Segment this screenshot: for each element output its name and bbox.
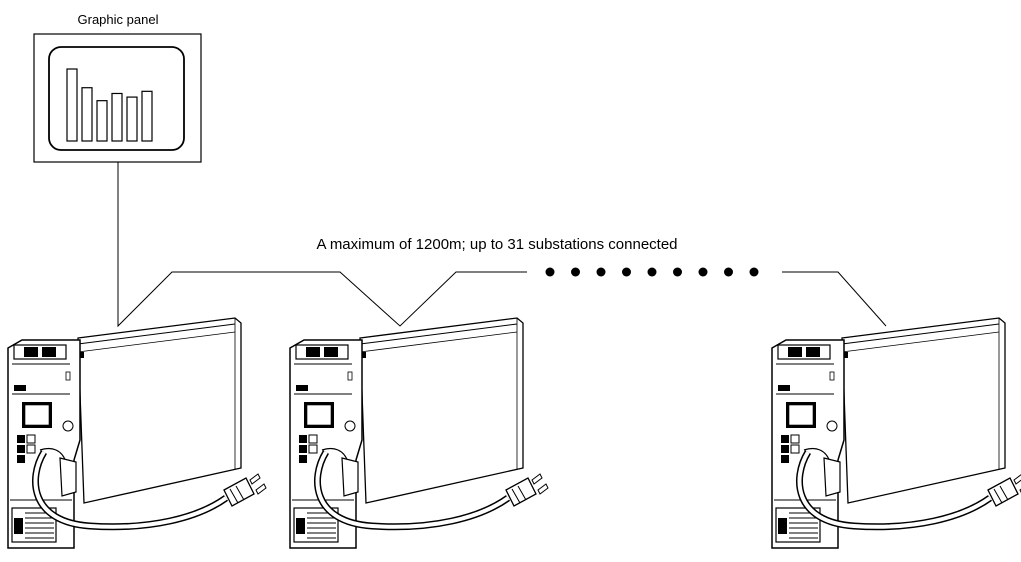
- substation-unit-1: [8, 318, 266, 548]
- ellipsis-dot: [698, 267, 708, 277]
- ellipsis-dots: [545, 267, 759, 277]
- ellipsis-dot: [724, 267, 733, 277]
- graphic-panel-bar: [66, 68, 78, 142]
- graphic-panel-bar: [81, 87, 93, 142]
- substation-unit-3: [772, 318, 1021, 548]
- communication-line: [117, 162, 527, 328]
- graphic-panel-bar-chart: [66, 68, 153, 142]
- ellipsis-dot: [622, 267, 631, 277]
- ellipsis-dot: [571, 267, 580, 277]
- ellipsis-dot: [673, 267, 682, 277]
- communication-line-end: [782, 271, 887, 327]
- ellipsis-dot: [749, 267, 759, 277]
- ellipsis-dot: [545, 267, 555, 277]
- graphic-panel-bar: [96, 100, 108, 142]
- ellipsis-dot: [647, 267, 657, 277]
- graphic-panel-bar: [126, 96, 138, 142]
- substation-unit-2: [290, 318, 548, 548]
- network-caption: A maximum of 1200m; up to 31 substations…: [316, 236, 677, 253]
- graphic-panel-label: Graphic panel: [78, 12, 159, 27]
- graphic-panel-bar: [111, 92, 123, 142]
- graphic-panel: [33, 33, 202, 163]
- ellipsis-dot: [596, 267, 606, 277]
- graphic-panel-bar: [141, 90, 153, 142]
